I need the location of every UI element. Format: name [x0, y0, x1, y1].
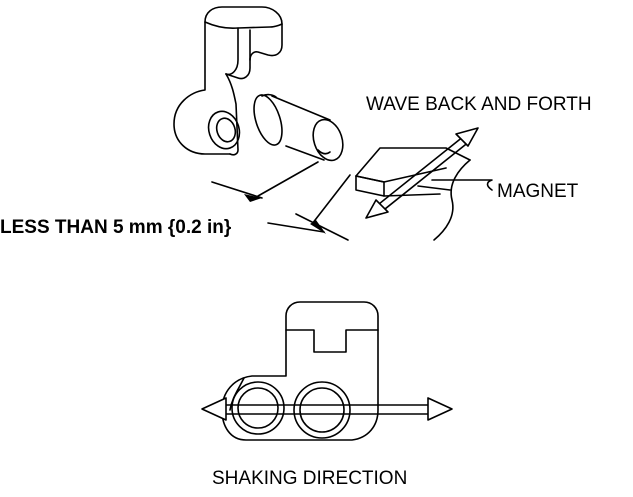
gap-extension-line-right — [295, 213, 349, 241]
mount-hole-outer — [207, 110, 241, 150]
wave-arrow-shaft — [373, 135, 465, 209]
sensor-body — [173, 6, 283, 155]
magnet-top-back — [355, 147, 471, 177]
shaking-direction-label: SHAKING DIRECTION — [212, 468, 408, 489]
sensor-outline — [221, 301, 379, 441]
gap-arrow-right — [310, 220, 326, 234]
wave-arrow-head-bottom — [365, 199, 389, 219]
sensor-illustration — [173, 6, 344, 162]
magnet-label: MAGNET — [497, 181, 579, 202]
sensor-topview — [221, 301, 379, 441]
gap-extension-line-magnet — [311, 174, 351, 225]
sensor-collar — [253, 94, 283, 146]
sensor-tip-sides — [271, 95, 331, 161]
wave-label: WAVE BACK AND FORTH — [366, 94, 592, 115]
sensor-tip-outer — [293, 381, 351, 439]
sensor-slot — [225, 27, 251, 76]
magnet-illustration — [355, 147, 471, 241]
magnet-side-line — [417, 185, 451, 191]
magnet-leader-line — [431, 179, 493, 191]
shaking-arrow-head-left — [201, 397, 227, 421]
wave-arrow-shaft-2 — [379, 140, 471, 214]
gap-dimension — [211, 161, 351, 241]
sensor-flange-face — [225, 73, 239, 156]
shaking-arrow-head-right — [427, 397, 453, 421]
mount-hole-inner — [215, 117, 237, 143]
magnet-break-line — [433, 159, 471, 241]
wave-arrow-head-top — [455, 127, 479, 147]
sensor-tip-end — [312, 118, 344, 162]
sensor-hole-outer — [231, 381, 285, 435]
sensor-notch — [285, 329, 379, 353]
sensor-top-face — [204, 21, 283, 29]
gap-extension-line-left — [211, 181, 263, 199]
shaking-arrow-shaft — [221, 404, 433, 415]
wave-arrow — [365, 127, 479, 219]
sensor-collar-edge — [261, 93, 277, 98]
sensor-tip-highlight — [317, 149, 331, 155]
gap-arrow-left — [244, 194, 262, 202]
gap-dimension-line — [267, 222, 325, 233]
magnet-top-front — [355, 167, 447, 183]
sensor-tip-inner — [299, 387, 345, 433]
gap-extension-line-tip — [257, 161, 319, 197]
sensor-hole-inner — [237, 387, 279, 429]
gap-label: LESS THAN 5 mm {0.2 in} — [0, 217, 232, 238]
shaking-arrow — [201, 397, 453, 421]
magnet-bottom-edge — [383, 193, 441, 197]
